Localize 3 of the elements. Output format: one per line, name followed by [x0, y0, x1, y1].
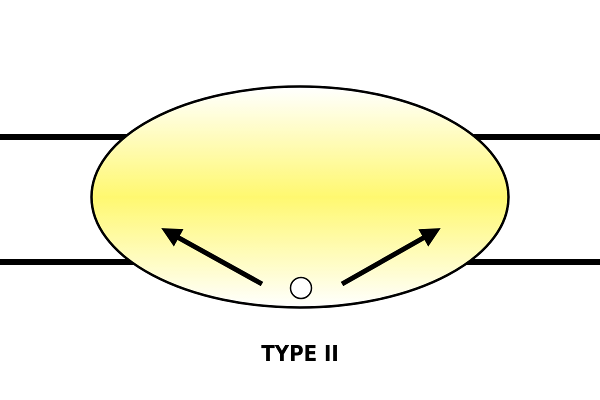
ellipse-shape: [90, 85, 510, 309]
small-circle: [289, 276, 313, 300]
caption: TYPE II: [261, 342, 339, 367]
